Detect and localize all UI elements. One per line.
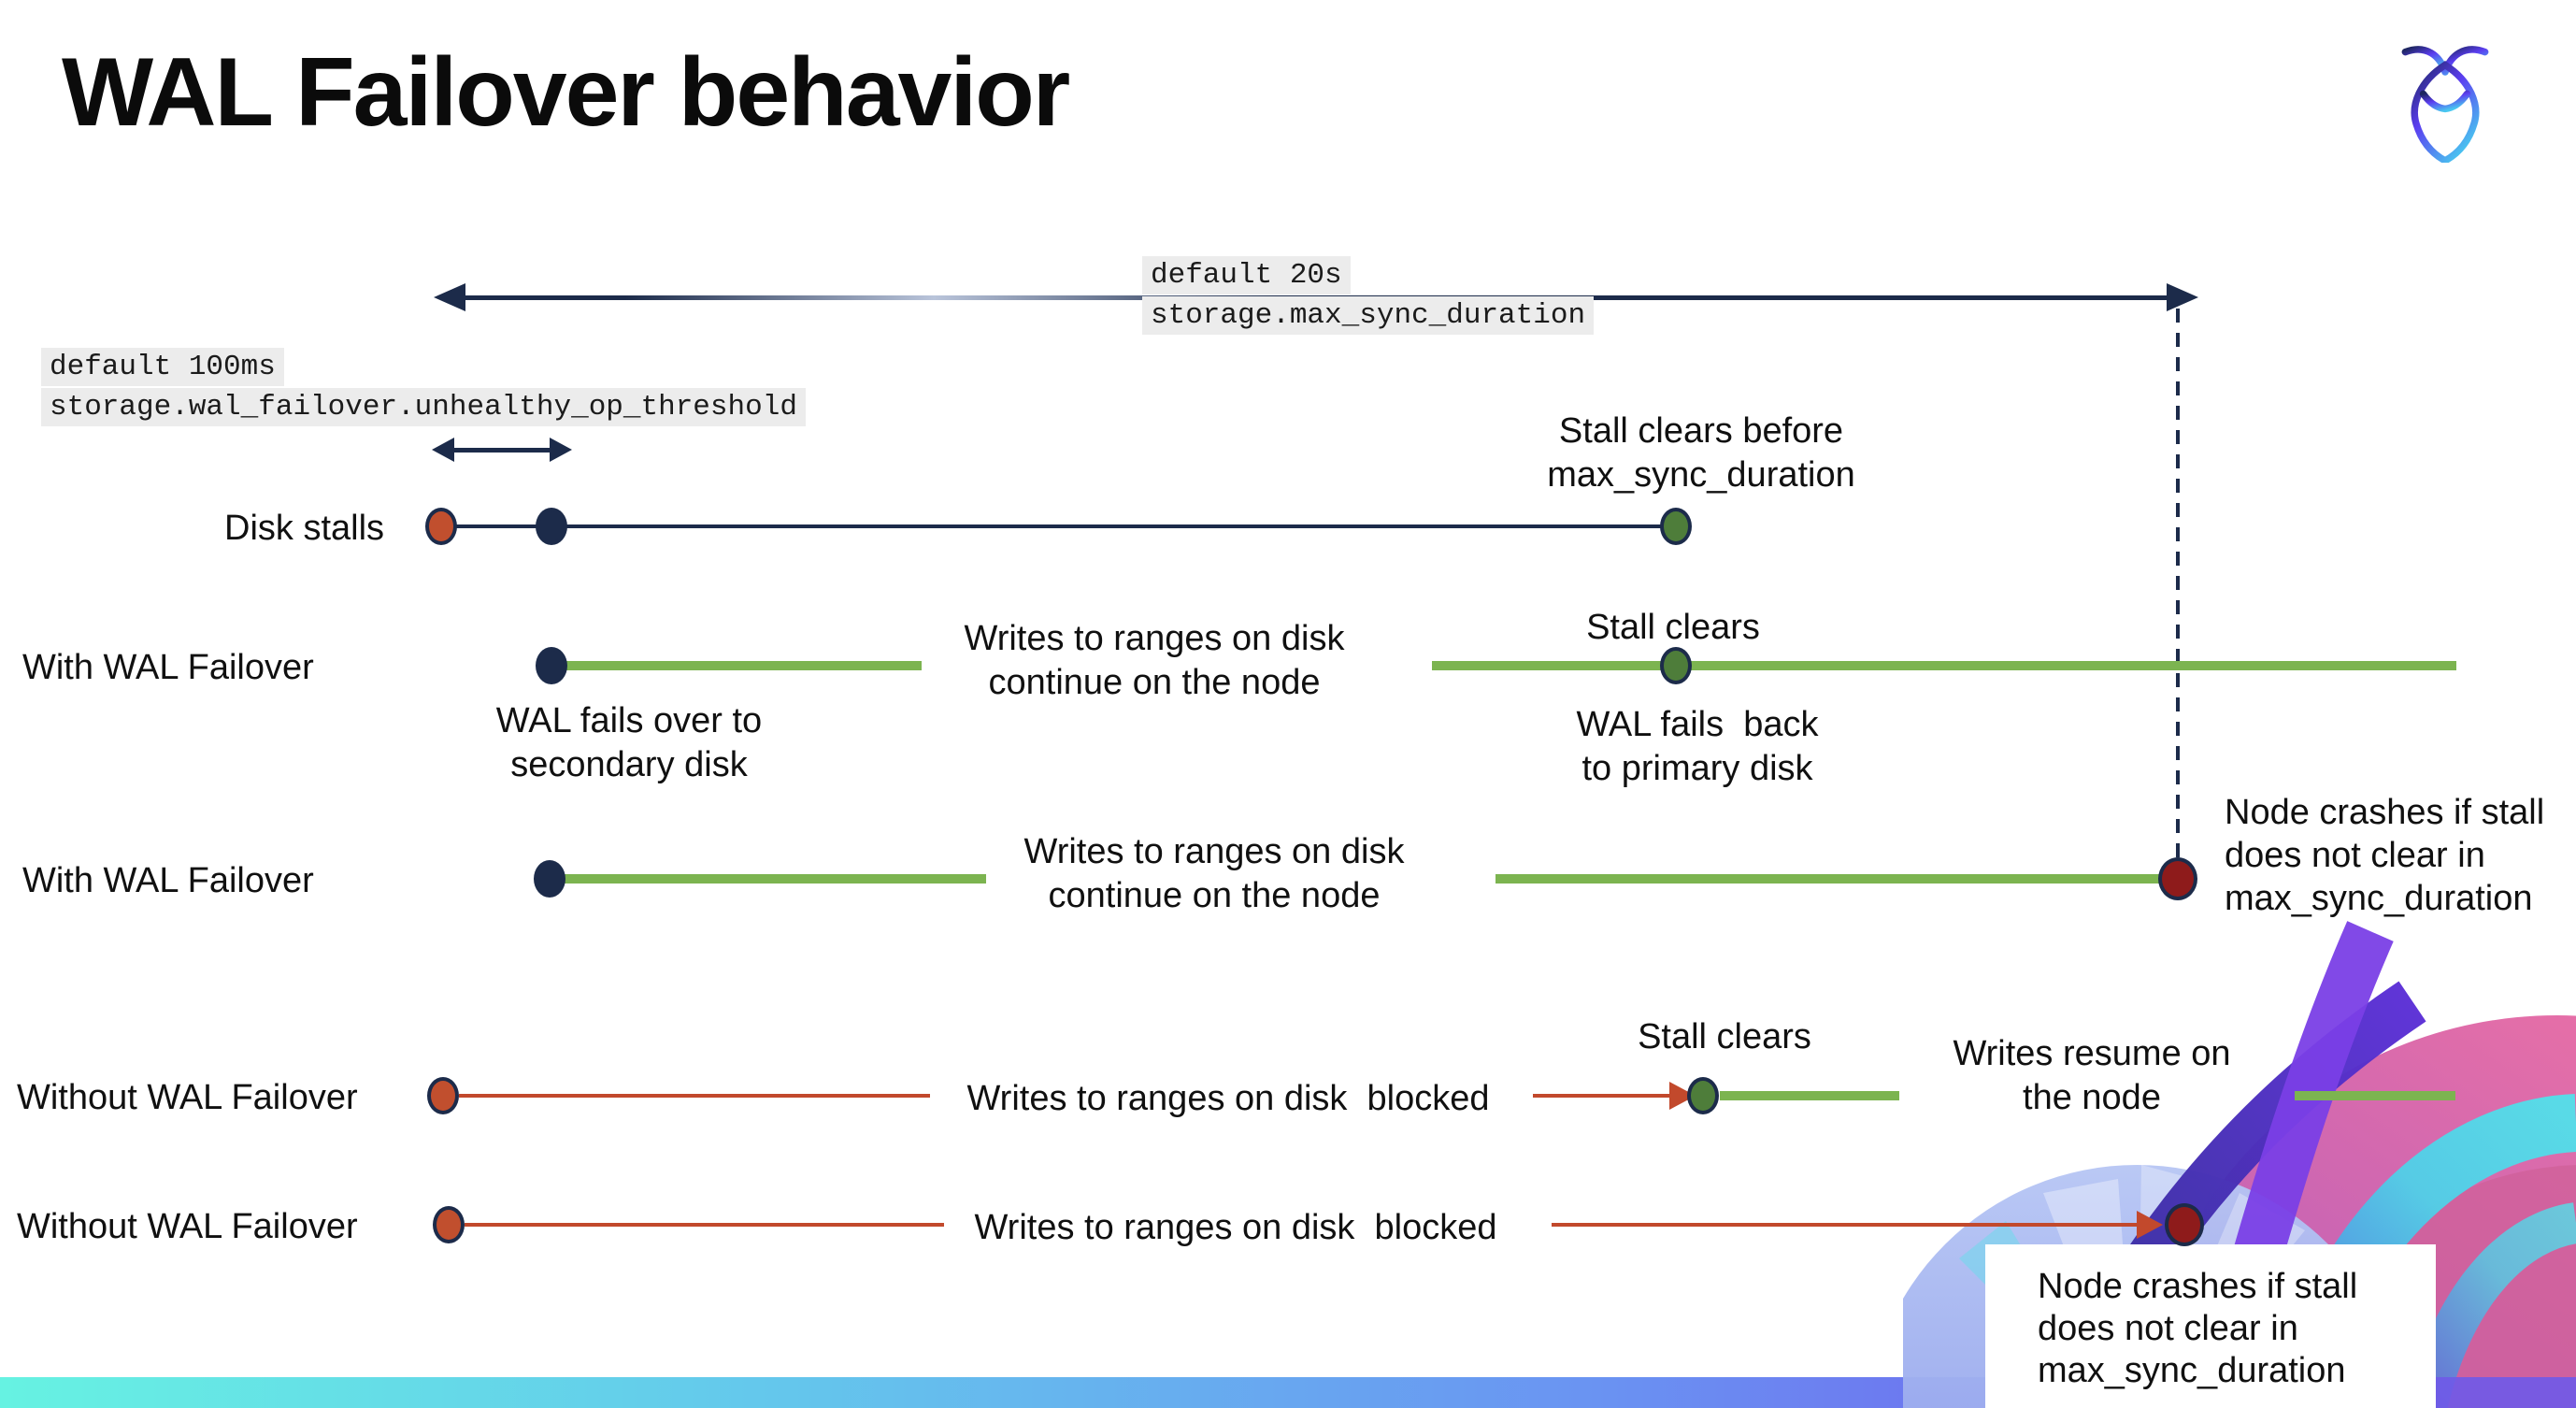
blocked-writes-line bbox=[1533, 1094, 1671, 1098]
failover-dot bbox=[534, 860, 565, 898]
annotation-line: Stall clears before bbox=[1558, 411, 1844, 451]
blocked-writes-line bbox=[459, 1094, 930, 1098]
row-label-with-wal-failover-2: With WAL Failover bbox=[22, 861, 314, 900]
small-arrow-right-icon bbox=[550, 438, 572, 462]
writes-blocked-annotation-1: Writes to ranges on disk blocked bbox=[966, 1079, 1490, 1118]
stall-start-dot bbox=[433, 1206, 465, 1243]
node-crashes-callout-box bbox=[1985, 1244, 2436, 1408]
annotation-line: secondary disk bbox=[510, 745, 748, 784]
stall-clear-dot bbox=[1660, 508, 1692, 545]
annotation-line: max_sync_duration bbox=[2038, 1351, 2346, 1390]
writes-continue-annotation-1: Writes to ranges on disk continue on the… bbox=[944, 617, 1365, 705]
annotation-line: does not clear in bbox=[2038, 1309, 2298, 1348]
annotation-line: max_sync_duration bbox=[2225, 879, 2533, 918]
annotation-line: WAL fails over to bbox=[495, 701, 763, 740]
unhealthy-op-setting-name: storage.wal_failover.unhealthy_op_thresh… bbox=[41, 388, 806, 426]
cockroachdb-logo-icon bbox=[2401, 46, 2489, 163]
row-label-without-wal-failover-1: Without WAL Failover bbox=[17, 1078, 358, 1117]
annotation-line: Node crashes if stall bbox=[2225, 793, 2545, 832]
stall-clears-before-annotation: Stall clears before max_sync_duration bbox=[1524, 409, 1879, 497]
row-label-without-wal-failover-2: Without WAL Failover bbox=[17, 1207, 358, 1246]
wal-fails-back-annotation: WAL fails back to primary disk bbox=[1533, 703, 1862, 791]
annotation-line: to primary disk bbox=[1581, 749, 1813, 788]
writes-continue-annotation-2: Writes to ranges on disk continue on the… bbox=[1004, 830, 1424, 918]
healthy-writes-line bbox=[565, 661, 922, 670]
annotation-line: Writes resume on bbox=[1953, 1034, 2231, 1073]
arrow-left-icon bbox=[434, 283, 465, 311]
stall-start-dot bbox=[427, 1077, 459, 1114]
annotation-line: continue on the node bbox=[988, 663, 1321, 702]
annotation-line: does not clear in bbox=[2225, 836, 2485, 875]
page-title: WAL Failover behavior bbox=[62, 38, 1070, 147]
healthy-writes-line bbox=[1496, 874, 2167, 884]
blocked-writes-line bbox=[465, 1223, 944, 1227]
annotation-line: Writes to ranges on disk bbox=[964, 619, 1345, 658]
blocked-writes-line bbox=[1552, 1223, 2139, 1227]
node-crash-dot bbox=[2165, 1203, 2204, 1246]
threshold-dot bbox=[536, 508, 567, 545]
threshold-span-line bbox=[452, 448, 551, 453]
red-arrow-right-icon bbox=[2137, 1211, 2163, 1239]
arrow-right-icon bbox=[2167, 283, 2198, 311]
failover-dot bbox=[536, 647, 567, 684]
healthy-writes-line bbox=[563, 874, 986, 884]
max-sync-setting-name: storage.max_sync_duration bbox=[1142, 296, 1595, 335]
max-sync-deadline-dashed-line bbox=[2176, 309, 2180, 860]
wal-fails-over-annotation: WAL fails over to secondary disk bbox=[465, 699, 793, 787]
max-sync-default-label: default 20s bbox=[1142, 256, 1351, 295]
healthy-writes-line bbox=[1432, 661, 2456, 670]
unhealthy-op-default-label: default 100ms bbox=[41, 348, 284, 386]
annotation-line: Writes to ranges on disk bbox=[1023, 832, 1405, 871]
annotation-line: max_sync_duration bbox=[1547, 455, 1855, 495]
small-arrow-left-icon bbox=[432, 438, 454, 462]
node-crashes-annotation-1: Node crashes if stall does not clear in … bbox=[2225, 791, 2576, 920]
writes-resume-annotation: Writes resume on the node bbox=[1927, 1032, 2256, 1120]
annotation-line: continue on the node bbox=[1048, 876, 1381, 915]
row-label-disk-stalls: Disk stalls bbox=[224, 509, 385, 548]
stall-clear-dot bbox=[1660, 647, 1692, 684]
node-crash-dot bbox=[2158, 857, 2197, 900]
stall-start-dot bbox=[425, 508, 457, 545]
writes-blocked-annotation-2: Writes to ranges on disk blocked bbox=[974, 1208, 1497, 1247]
stall-clear-dot bbox=[1687, 1077, 1719, 1114]
disk-stall-timeline bbox=[454, 524, 1675, 528]
node-crashes-annotation-2: Node crashes if stall does not clear in … bbox=[2038, 1266, 2411, 1392]
annotation-line: Node crashes if stall bbox=[2038, 1267, 2358, 1306]
resumed-writes-line bbox=[2295, 1091, 2455, 1100]
stall-clears-annotation-1: Stall clears bbox=[1586, 608, 1760, 647]
annotation-line: the node bbox=[2023, 1078, 2161, 1117]
resumed-writes-line bbox=[1720, 1091, 1899, 1100]
stall-clears-annotation-2: Stall clears bbox=[1638, 1017, 1811, 1056]
annotation-line: WAL fails back bbox=[1576, 705, 1819, 744]
row-label-with-wal-failover-1: With WAL Failover bbox=[22, 648, 314, 687]
